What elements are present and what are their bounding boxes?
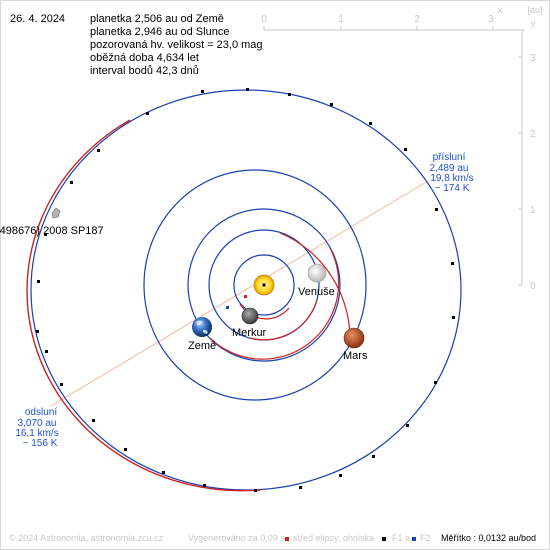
legend-f2-label: F2	[420, 533, 431, 543]
earth-icon	[192, 317, 212, 337]
x-axis-unit: x	[498, 5, 503, 15]
legend-f2-swatch	[412, 537, 416, 541]
scale-label: Měřítko : 0,0132 au/bod	[441, 533, 537, 543]
mars-icon	[343, 327, 365, 349]
perihelion-temperature: ~ 174 K	[435, 183, 470, 194]
copyright-link[interactable]: © 2024 Astronomia, astronomia.zcu.cz	[9, 533, 164, 543]
info-line: pozorovaná hv. velikost = 23,0 mag	[90, 39, 263, 51]
earth-orbit	[187, 208, 341, 362]
venus-label: Venuše	[298, 286, 335, 298]
y-axis: 3 2 1 0 y	[518, 18, 536, 292]
info-line: interval bodů 42,3 dnů	[90, 65, 199, 77]
x-tick-label: 1	[338, 14, 344, 25]
y-axis-unit: y	[531, 18, 536, 28]
sun-icon	[253, 274, 275, 296]
legend-a-label: a	[405, 533, 411, 543]
asteroid-icon	[51, 207, 61, 219]
y-tick-label: 0	[530, 281, 536, 292]
perihelion-distance: 2,489 au	[430, 163, 469, 174]
aphelion-speed: 16,1 km/s	[15, 428, 58, 439]
apsidal-line	[50, 180, 429, 407]
mercury-label: Merkur	[232, 327, 267, 339]
venus-icon	[307, 263, 327, 283]
x-tick-label: 0	[261, 14, 267, 25]
aphelion-info: odsluní 3,070 au 16,1 km/s ~ 156 K	[15, 407, 58, 449]
mercury-icon	[241, 307, 259, 325]
perihelion-info: přísluní 2,489 au 19,8 km/s ~ 174 K	[430, 152, 474, 194]
x-tick-label: 3	[488, 14, 494, 25]
perihelion-speed: 19,8 km/s	[430, 173, 473, 184]
legend-f1-label: F1	[392, 533, 403, 543]
info-line: planetka 2,946 au od Slunce	[90, 26, 230, 38]
mars-orbit	[143, 169, 367, 401]
generated-time: Vygenerováno za 0,09 s	[188, 533, 285, 543]
aphelion-title: odsluní	[25, 407, 57, 418]
aphelion-temperature: ~ 156 K	[23, 438, 58, 449]
date-label: 26. 4. 2024	[10, 13, 66, 25]
y-tick-label: 2	[530, 129, 536, 140]
info-line: oběžná doba 4,634 let	[90, 52, 199, 64]
earth-label: Země	[188, 340, 216, 352]
y-tick-label: 3	[530, 53, 536, 64]
perihelion-title: přísluní	[433, 152, 466, 163]
info-block: planetka 2,506 au od Země planetka 2,946…	[90, 13, 263, 78]
planet-orbits	[143, 169, 367, 401]
mercury-orbit	[233, 254, 295, 316]
ellipse-center-marker	[244, 295, 247, 298]
legend-center-swatch	[285, 537, 289, 541]
focus-f2-marker	[226, 306, 229, 309]
mars-label: Mars	[343, 350, 368, 362]
aphelion-distance: 3,070 au	[18, 418, 57, 429]
legend-center-label: střed elipsy, ohniska	[293, 533, 374, 543]
y-tick-label: 1	[530, 205, 536, 216]
asteroid-label: (498676) 2008 SP187	[0, 225, 104, 237]
asteroid-orbit	[26, 88, 462, 492]
legend-f1-swatch	[382, 537, 386, 541]
x-tick-label: 2	[414, 14, 420, 25]
axis-unit-label: [au]	[527, 5, 542, 15]
info-line: planetka 2,506 au od Země	[90, 13, 224, 25]
x-axis: 0 1 2 3 x [au]	[261, 5, 543, 31]
